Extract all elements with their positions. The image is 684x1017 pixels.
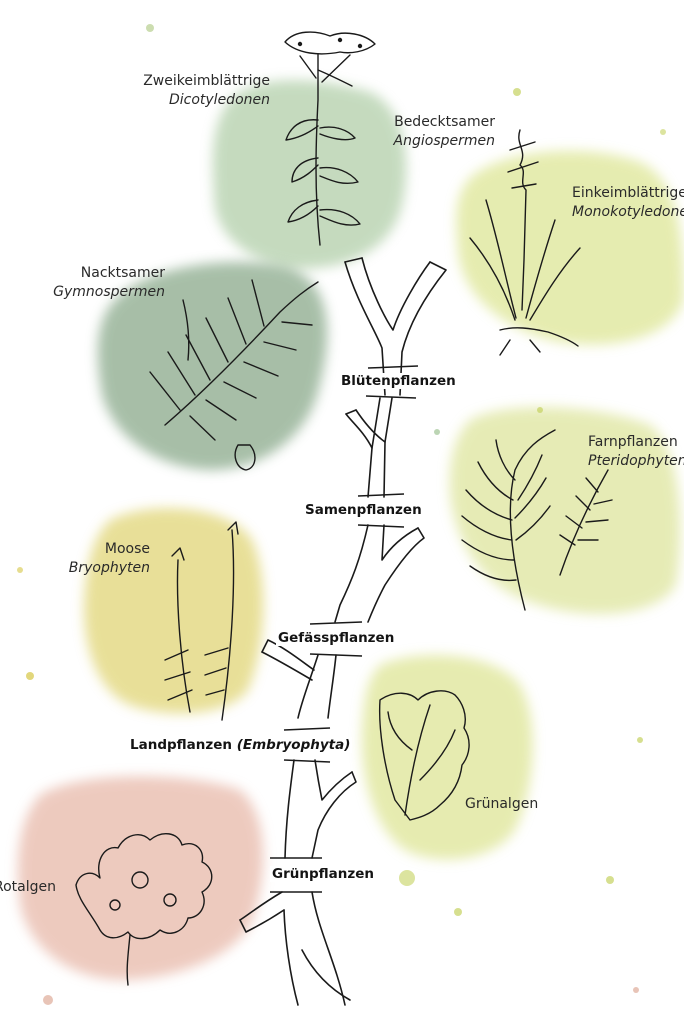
dicot-latin-name: Dicotyledonen: [135, 91, 270, 110]
monocot-blob: [456, 151, 684, 345]
monocot-label: Einkeimblättrige Monokotyledonen: [572, 184, 684, 222]
node-tick: [366, 396, 416, 398]
dicot-common-name: Zweikeimblättrige: [143, 73, 270, 89]
moss-label: Moose Bryophyten: [40, 540, 150, 578]
splatter-dot: [26, 672, 34, 680]
landpflanzen-latin-name: (Embryophyta): [237, 737, 351, 753]
green-algae-blob: [362, 655, 533, 859]
fern-latin-name: Pteridophyten: [588, 452, 684, 471]
splatter-dot: [17, 567, 23, 573]
moss-common-name: Moose: [105, 541, 150, 557]
node-tick: [358, 525, 404, 527]
landpflanzen-common-name: Landpflanzen: [130, 737, 232, 753]
splatter-dot: [633, 987, 639, 993]
monocot-common-name: Einkeimblättrige: [572, 185, 684, 201]
moss-latin-name: Bryophyten: [40, 559, 150, 578]
node-bluetenpflanzen: Blütenpflanzen: [339, 373, 458, 389]
gymnosperm-common-name: Nacktsamer: [81, 265, 165, 281]
green-algae-label: Grünalgen: [465, 795, 538, 814]
monocot-latin-name: Monokotyledonen: [572, 203, 684, 222]
angiosperm-latin-name: Angiospermen: [372, 132, 495, 151]
node-tick: [284, 728, 330, 730]
node-gruenpflanzen: Grünpflanzen: [270, 866, 376, 882]
gymnosperm-label: Nacktsamer Gymnospermen: [30, 264, 165, 302]
angiosperm-label: Bedecktsamer Angiospermen: [372, 113, 495, 151]
node-samenpflanzen: Samenpflanzen: [303, 502, 424, 518]
splatter-dot: [399, 870, 415, 886]
node-tick: [310, 622, 362, 624]
angiosperm-common-name: Bedecktsamer: [394, 114, 495, 130]
red-algae-label: Rotalgen: [0, 878, 56, 897]
red-algae-common-name: Rotalgen: [0, 879, 56, 895]
node-landpflanzen: Landpflanzen (Embryophyta): [128, 737, 352, 753]
splatter-dot: [434, 429, 440, 435]
splatter-dot: [454, 908, 462, 916]
splatter-dot: [537, 407, 543, 413]
splatter-dot: [637, 737, 643, 743]
gymnosperm-latin-name: Gymnospermen: [30, 283, 165, 302]
node-gefaesspflanzen: Gefässpflanzen: [276, 630, 396, 646]
splatter-dot: [660, 129, 666, 135]
splatter-dot: [606, 876, 614, 884]
fern-common-name: Farnpflanzen: [588, 434, 678, 450]
fern-label: Farnpflanzen Pteridophyten: [588, 433, 684, 471]
node-tick: [368, 366, 418, 368]
dicot-label: Zweikeimblättrige Dicotyledonen: [135, 72, 270, 110]
node-tick: [358, 494, 404, 496]
green-algae-common-name: Grünalgen: [465, 796, 538, 812]
node-tick: [284, 760, 330, 762]
splatter-dot: [146, 24, 154, 32]
splatter-dot: [513, 88, 521, 96]
splatter-dot: [43, 995, 53, 1005]
